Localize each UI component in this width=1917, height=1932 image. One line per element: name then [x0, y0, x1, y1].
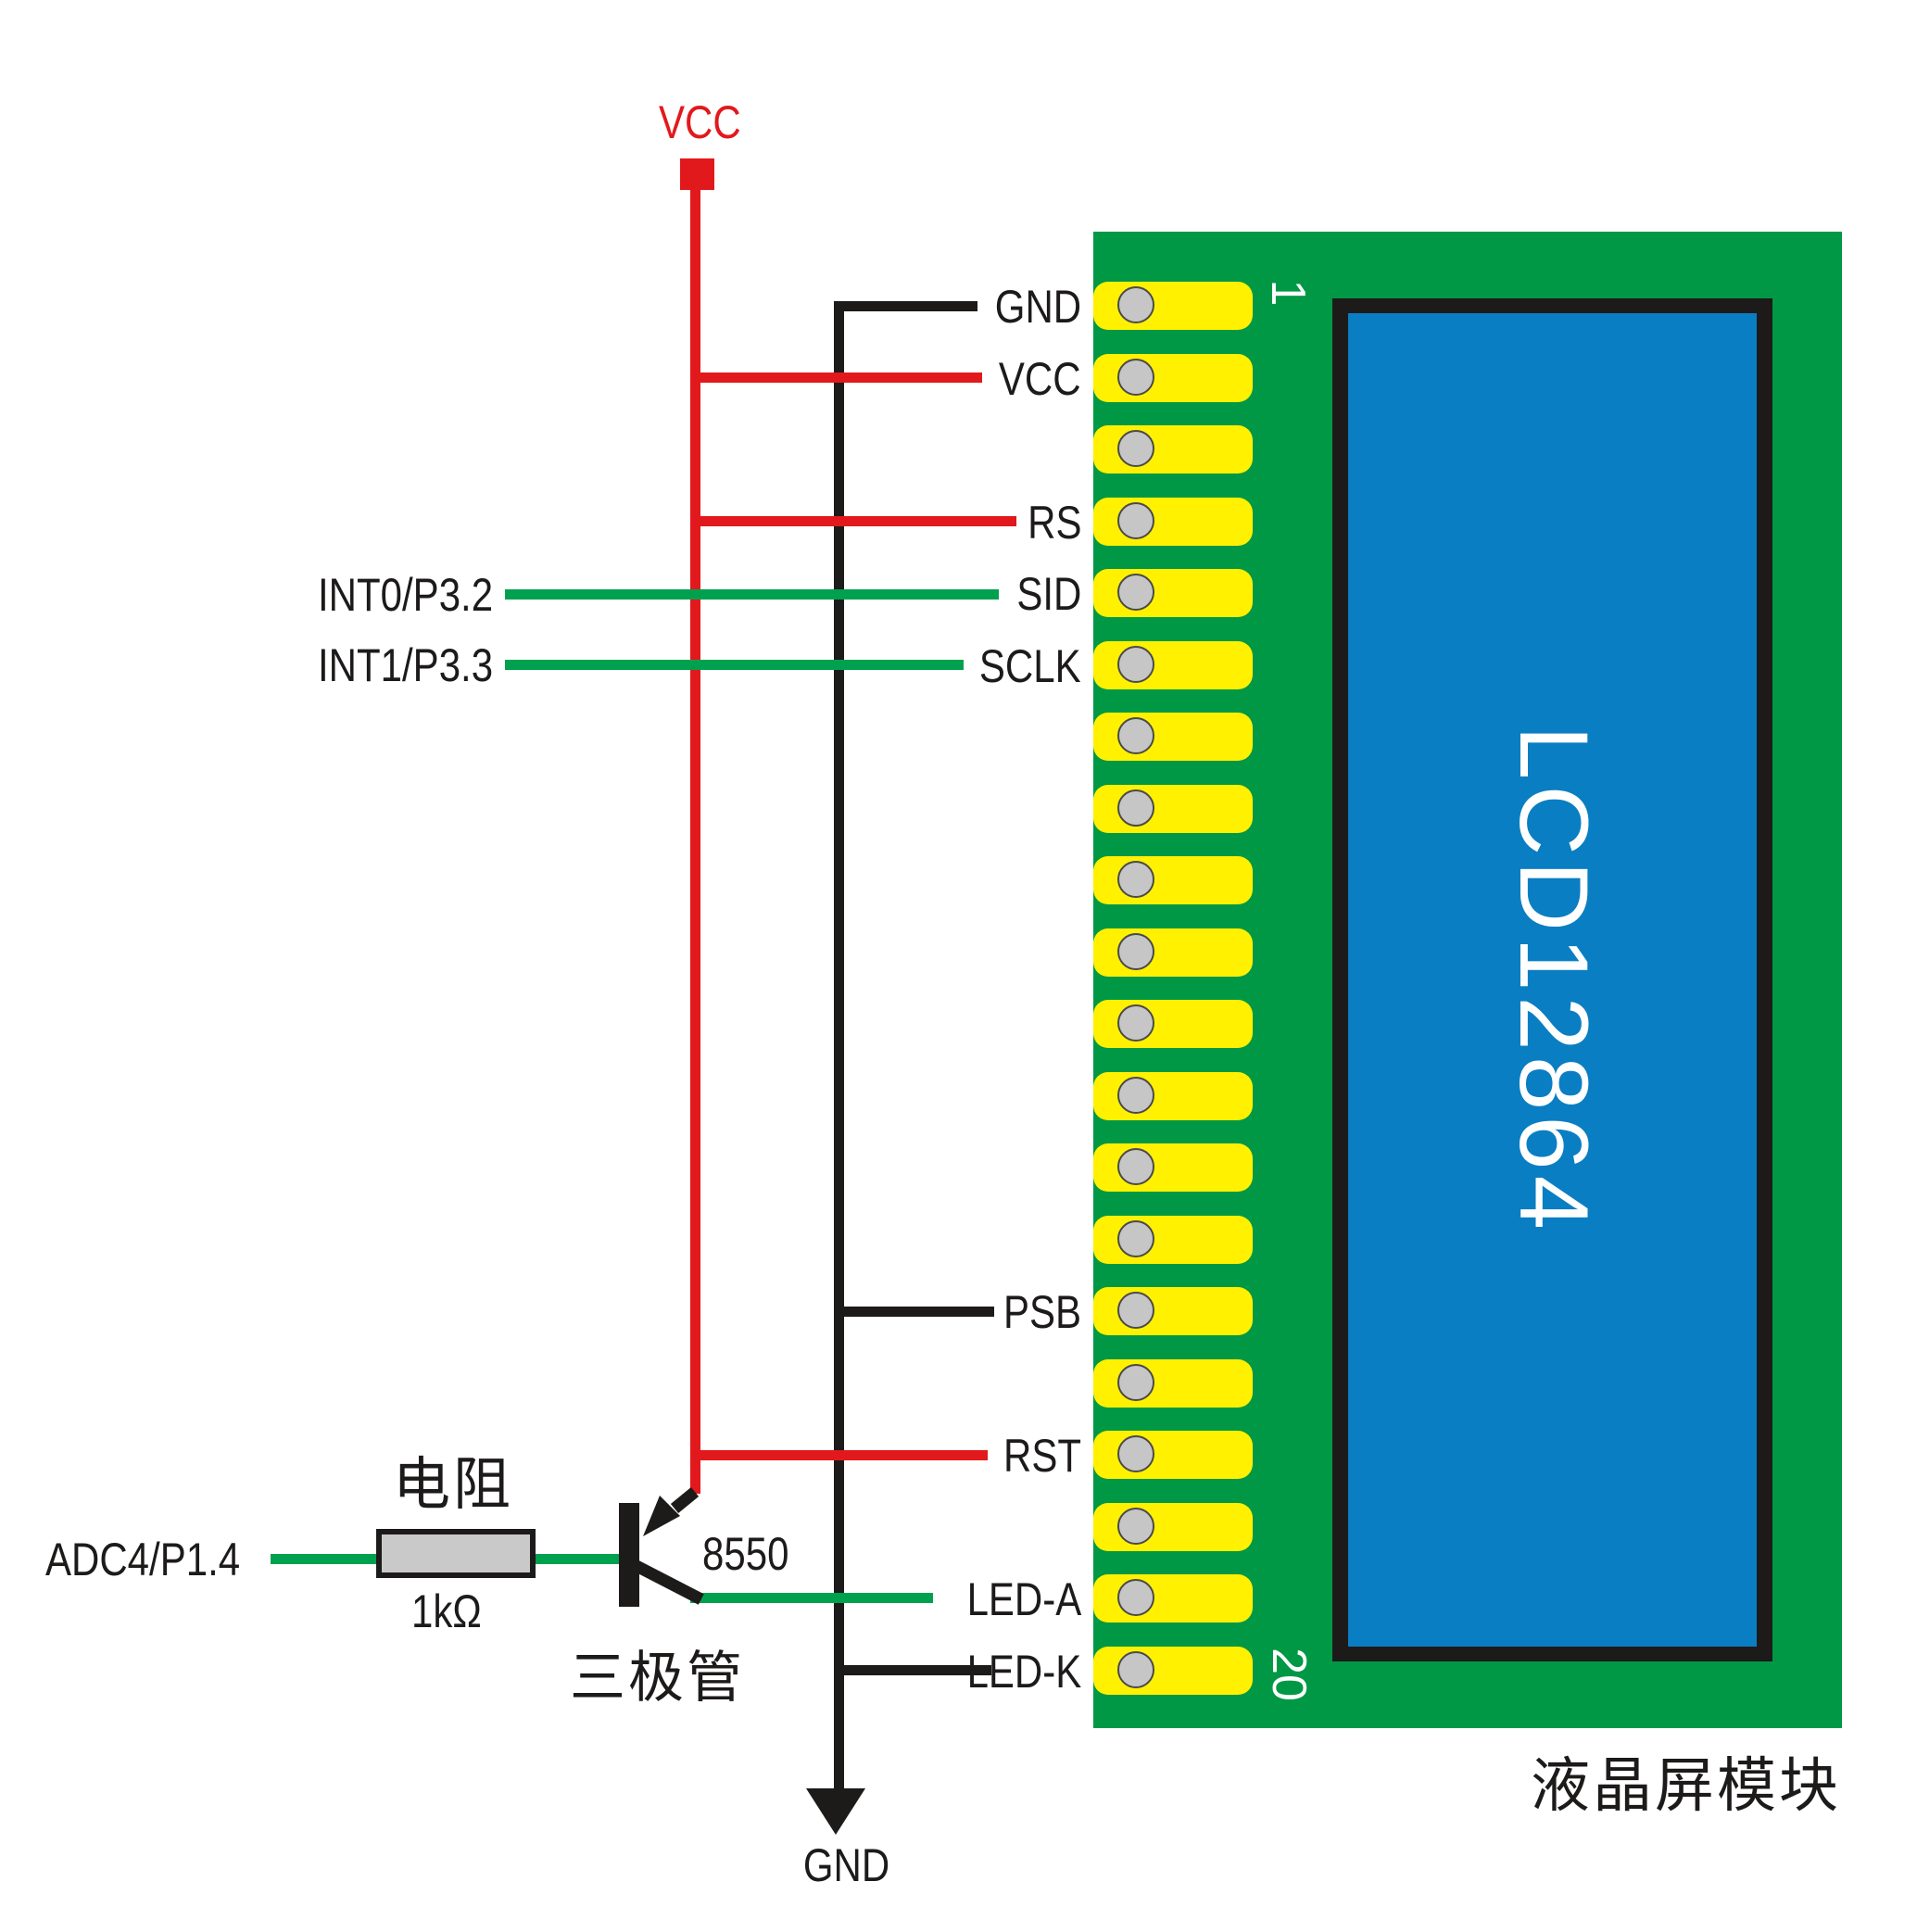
pin-hole [1117, 501, 1154, 539]
int1-sclk-wire [505, 660, 964, 670]
vcc-top-label: VCC [659, 96, 741, 148]
lcd-pin-5 [1093, 569, 1253, 617]
lcd-pin-19 [1093, 1574, 1253, 1623]
resistor-value-label: 1kΩ [411, 1585, 482, 1637]
transistor-name-label: 三极管 [570, 1647, 745, 1709]
lcd-pin-3 [1093, 425, 1253, 474]
adc4-label: ADC4/P1.4 [45, 1534, 241, 1585]
lcd-pin-15 [1093, 1287, 1253, 1335]
lcd-pin-10 [1093, 928, 1253, 977]
pin-hole [1117, 1292, 1154, 1329]
int0-label: INT0/P3.2 [318, 569, 494, 621]
lcd-pin-16 [1093, 1358, 1253, 1408]
lcd-pin-2 [1093, 353, 1253, 402]
resistor-name-label: 电阻 [393, 1453, 514, 1517]
pin-hole [1117, 574, 1154, 611]
led-k-pin-wire [834, 1665, 991, 1675]
lcd-pin-1 [1093, 282, 1253, 330]
pin-hole [1117, 1363, 1154, 1401]
int0-sid-wire [505, 589, 999, 600]
psb-pin-wire [834, 1307, 994, 1317]
pin-label-gnd: GND [994, 281, 1081, 333]
pin-label-sclk: SCLK [979, 639, 1081, 692]
pin-hole [1117, 1650, 1154, 1688]
pin-hole [1117, 1148, 1154, 1185]
lcd-pin-20 [1093, 1646, 1253, 1695]
pin-20-marker: 20 [1262, 1648, 1316, 1701]
lcd-screen-text: LCD12864 [1499, 725, 1608, 1236]
transistor-emitter-arrow-icon [643, 1496, 680, 1536]
led-a-pin-wire [690, 1593, 933, 1603]
lcd-pin-14 [1093, 1215, 1253, 1264]
int1-label: INT1/P3.3 [318, 639, 494, 691]
pin-hole [1117, 1507, 1154, 1545]
pin-label-sid: SID [1015, 568, 1081, 620]
resistor-body [376, 1529, 536, 1578]
lcd-pin-4 [1093, 497, 1253, 546]
pin-hole [1117, 645, 1154, 683]
vcc-rail-vertical-wire [690, 183, 700, 1494]
pin-hole [1117, 717, 1154, 754]
pin-hole [1117, 1579, 1154, 1616]
lcd-pin-18 [1093, 1502, 1253, 1551]
ground-arrow-icon [806, 1788, 865, 1835]
pin-hole [1117, 932, 1154, 970]
pin-hole [1117, 1004, 1154, 1042]
pin-hole [1117, 358, 1154, 396]
lcd-pin-13 [1093, 1143, 1253, 1192]
pin-hole [1117, 286, 1154, 323]
pin-hole [1117, 789, 1154, 827]
lcd-pin-9 [1093, 856, 1253, 904]
transistor-base-bar [619, 1503, 639, 1607]
transistor-collector-wire [628, 1558, 704, 1605]
pin-label-psb: PSB [1003, 1286, 1081, 1338]
pin-hole [1117, 861, 1154, 898]
rs-pin-wire [690, 516, 1016, 526]
lcd-pin-11 [1093, 1000, 1253, 1048]
vcc-pin-wire [690, 373, 982, 383]
lcd-pin-7 [1093, 713, 1253, 761]
lcd-screen [1348, 313, 1757, 1647]
pin-hole [1117, 430, 1154, 467]
resistor-base-wire [536, 1554, 628, 1564]
transistor-part-label: 8550 [702, 1528, 789, 1580]
pin-label-led-k: LED-K [966, 1645, 1081, 1698]
adc4-resistor-wire [271, 1554, 376, 1564]
pin-hole [1117, 1076, 1154, 1114]
lcd-module-caption: 液晶屏模块 [1531, 1752, 1841, 1819]
gnd-bus-vertical-wire [834, 301, 844, 1793]
lcd-pin-6 [1093, 640, 1253, 689]
pin-label-led-a: LED-A [966, 1573, 1081, 1625]
gnd-pin-wire [834, 301, 977, 311]
pin-hole [1117, 1435, 1154, 1472]
transistor-emitter-wire [670, 1486, 700, 1514]
lcd-pin-8 [1093, 784, 1253, 833]
rst-pin-wire [690, 1450, 988, 1460]
pin-label-vcc: VCC [999, 352, 1081, 405]
transistor-symbol [619, 1486, 704, 1607]
lcd-screen-frame [1332, 298, 1772, 1661]
pin-label-rs: RS [1027, 496, 1081, 549]
lcd-pin-17 [1093, 1431, 1253, 1479]
lcd-pin-12 [1093, 1071, 1253, 1120]
gnd-bottom-label: GND [802, 1839, 890, 1891]
pin-label-rst: RST [1003, 1430, 1081, 1482]
pin-hole [1117, 1219, 1154, 1257]
pin-1-marker: 1 [1261, 279, 1315, 307]
